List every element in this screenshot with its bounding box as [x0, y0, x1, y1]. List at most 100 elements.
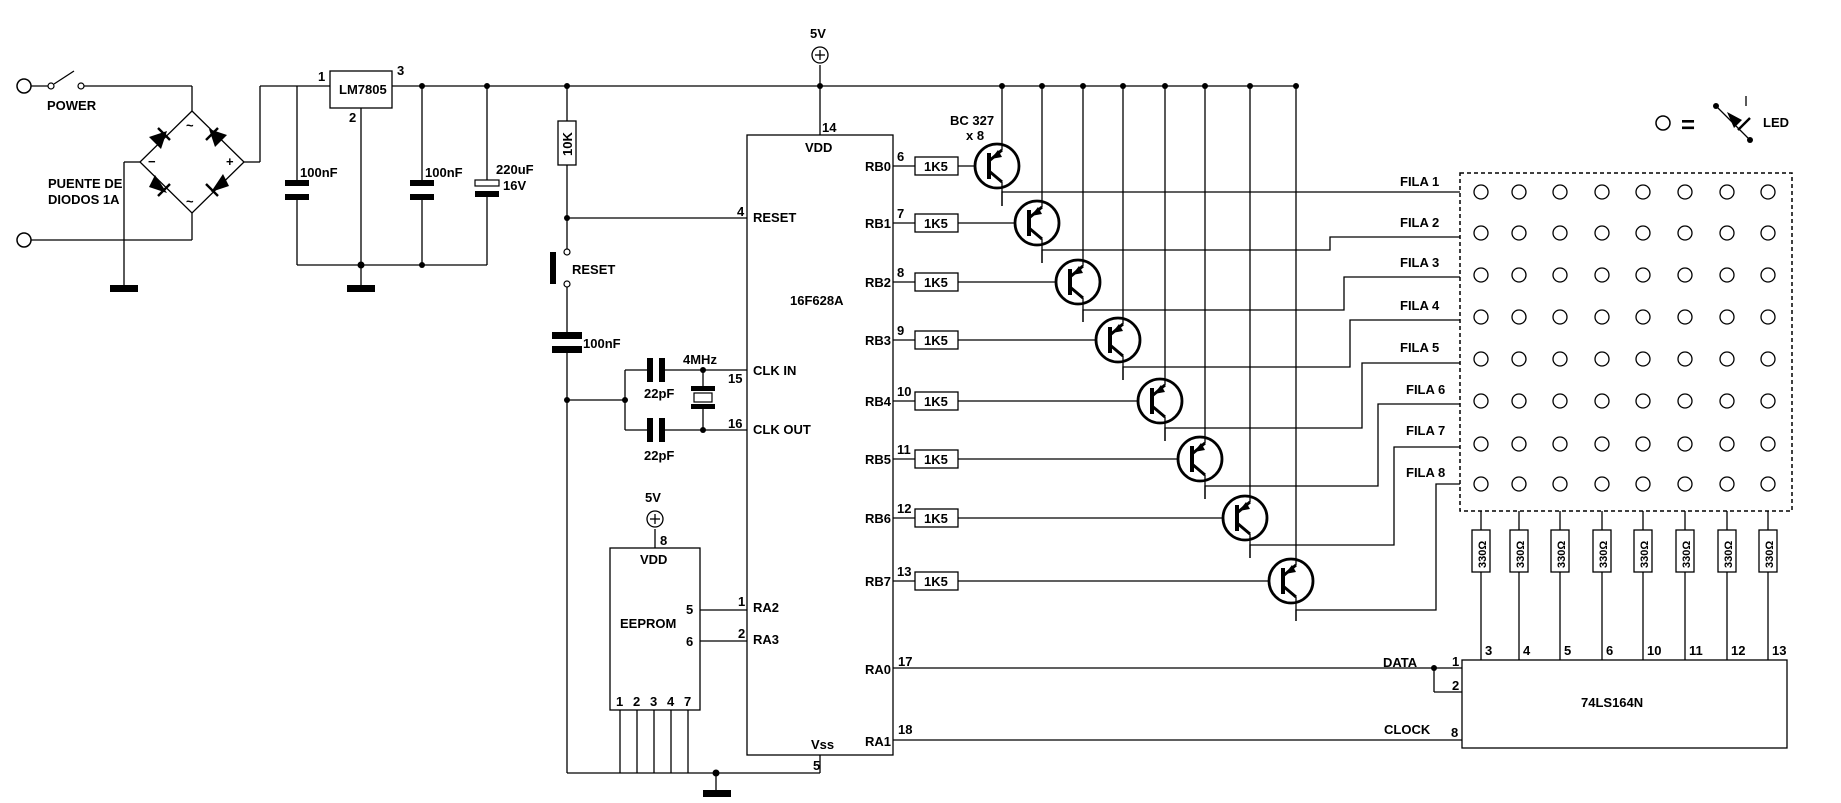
- ground-icon: [110, 285, 138, 292]
- mcu-vdd-label: VDD: [805, 140, 832, 155]
- led-dot: [1635, 351, 1651, 367]
- cap2-value: 100nF: [425, 165, 463, 180]
- led-dot: [1760, 309, 1776, 325]
- led-dot: [1677, 184, 1693, 200]
- bridge-label-1: PUENTE DE: [48, 176, 123, 191]
- sr-out-pin: 3: [1485, 643, 1492, 658]
- filter-capacitors: 100nF 100nF 220uF 16V: [285, 86, 534, 268]
- mcu-clkin-pin: 15: [728, 371, 742, 386]
- led-matrix-frame: [1459, 172, 1793, 512]
- led-dot: [1635, 225, 1651, 241]
- bridge-ac-top: ~: [186, 118, 194, 133]
- mcu-clkout-pin: 16: [728, 416, 742, 431]
- led-dot: [1760, 476, 1776, 492]
- supply-5v-label: 5V: [810, 26, 826, 41]
- clock-label: CLOCK: [1384, 722, 1431, 737]
- cap3-value: 220uF: [496, 162, 534, 177]
- eeprom-5v-label: 5V: [645, 490, 661, 505]
- mcu-rb-label: RB5: [865, 452, 891, 467]
- column-resistor-label: 330Ω: [1515, 541, 1527, 568]
- led-dot: [1473, 351, 1489, 367]
- eeprom-bottom-pin: 2: [633, 694, 640, 709]
- mcu-rb-label: RB2: [865, 275, 891, 290]
- supply-rail: 5V: [392, 26, 1297, 135]
- led-dot: [1677, 309, 1693, 325]
- row-label: FILA 8: [1406, 465, 1445, 480]
- led-dot: [1594, 225, 1610, 241]
- led-dot: [1552, 225, 1568, 241]
- led-dot: [1594, 267, 1610, 283]
- led-dot: [1473, 267, 1489, 283]
- transistor-label-1: BC 327: [950, 113, 994, 128]
- mcu-ra2-label: RA2: [753, 600, 779, 615]
- led-dot: [1511, 267, 1527, 283]
- eeprom-bottom-pin: 7: [684, 694, 691, 709]
- shift-register: 74LS164N DATA 1 2 CLOCK 8: [893, 654, 1788, 749]
- led-dot: [1677, 225, 1693, 241]
- sr-out-pin: 6: [1606, 643, 1613, 658]
- led-dot: [1760, 436, 1776, 452]
- led-dot: [1677, 351, 1693, 367]
- column-resistor-label: 330Ω: [1598, 541, 1610, 568]
- bridge-plus: +: [226, 154, 234, 169]
- led-dot: [1594, 393, 1610, 409]
- led-dot: [1760, 184, 1776, 200]
- sr-out-pin: 12: [1731, 643, 1745, 658]
- led-dot: [1473, 393, 1489, 409]
- led-dot: [1552, 309, 1568, 325]
- led-dot: [1635, 267, 1651, 283]
- led-dot: [1594, 436, 1610, 452]
- led-dot: [1635, 309, 1651, 325]
- eeprom-vdd-pin: 8: [660, 533, 667, 548]
- mcu-rb-label: RB1: [865, 216, 891, 231]
- transistor-icon: [1221, 494, 1269, 542]
- mcu-rb-pin: 9: [897, 323, 904, 338]
- diode-icon: [211, 174, 229, 192]
- crystal-icon: [693, 392, 713, 403]
- led-dot: [1760, 225, 1776, 241]
- transistor-icon: [1267, 557, 1315, 605]
- led-dot: [1511, 436, 1527, 452]
- mcu-ra3-pin: 2: [738, 626, 745, 641]
- led-dot: [1511, 184, 1527, 200]
- eeprom-bottom-pin: 4: [667, 694, 675, 709]
- led-dot: [1552, 351, 1568, 367]
- row-label: FILA 1: [1400, 174, 1439, 189]
- mcu-rb-pin: 6: [897, 149, 904, 164]
- bridge-minus: −: [148, 154, 156, 169]
- mcu-rb-label: RB0: [865, 159, 891, 174]
- led-dot: [1677, 267, 1693, 283]
- base-resistor-label: 1K5: [924, 159, 948, 174]
- mcu-ra2-pin: 1: [738, 594, 745, 609]
- mcu-name: 16F628A: [790, 293, 844, 308]
- led-dot: [1552, 184, 1568, 200]
- ground-icon: [347, 285, 375, 292]
- shift-register-name: 74LS164N: [1581, 695, 1643, 710]
- led-dot: [1635, 436, 1651, 452]
- mcu-rb-pin: 7: [897, 206, 904, 221]
- sr-out-pin: 13: [1772, 643, 1786, 658]
- mcu-rb-pin: 12: [897, 501, 911, 516]
- led-dot: [1677, 436, 1693, 452]
- led-dot: [1473, 309, 1489, 325]
- legend-led-label: LED: [1763, 115, 1789, 130]
- microcontroller: VDD 14 16F628A RESET 4 CLK IN 15 CLK OUT…: [728, 120, 912, 773]
- bridge-ac-bottom: ~: [186, 194, 194, 209]
- mcu-rb-label: RB6: [865, 511, 891, 526]
- led-dot: [1473, 436, 1489, 452]
- mcu-clkin-label: CLK IN: [753, 363, 796, 378]
- led-dot: [1552, 393, 1568, 409]
- column-resistor-label: 330Ω: [1723, 541, 1735, 568]
- diode-icon: [149, 131, 167, 149]
- mcu-reset-pin: 4: [737, 204, 745, 219]
- mcu-rb-label: RB3: [865, 333, 891, 348]
- column-resistors: 330Ω3330Ω4330Ω5330Ω6330Ω10330Ω11330Ω1233…: [1471, 511, 1786, 660]
- led-dot: [1760, 393, 1776, 409]
- regulator-pin-out: 3: [397, 63, 404, 78]
- power-input: POWER PUENTE DE DIODOS 1A: [16, 70, 193, 248]
- led-dot: [1635, 184, 1651, 200]
- led-dot: [1719, 476, 1735, 492]
- led-dot: [1552, 267, 1568, 283]
